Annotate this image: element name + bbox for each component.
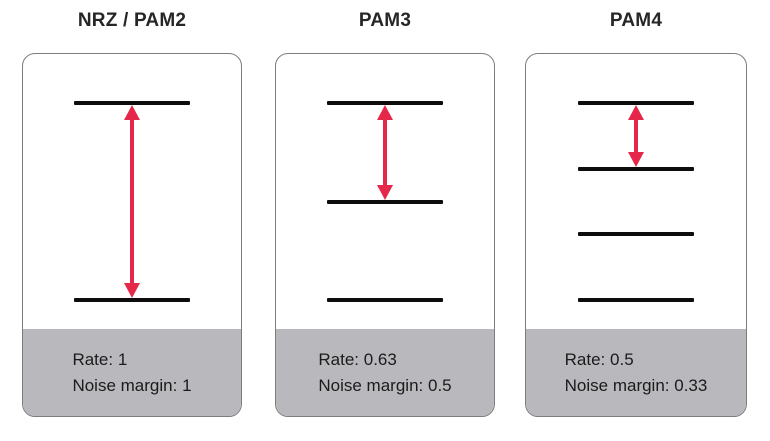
arrow-head-down-icon	[124, 283, 140, 298]
arrow-head-up-icon	[124, 105, 140, 120]
arrow-head-down-icon	[377, 185, 393, 200]
noise-margin-label: Noise margin:	[72, 375, 178, 395]
signal-levels-card: Rate: 0.5 Noise margin: 0.33	[525, 53, 747, 417]
noise-margin-label: Noise margin:	[318, 375, 424, 395]
panel-title: PAM3	[358, 10, 412, 31]
panel-title: PAM4	[609, 10, 663, 31]
stats-text-block: Rate: 0.63 Noise margin: 0.5	[318, 347, 451, 399]
panel-pam3: PAM3 Rate: 0.63 Noise margin: 0.5	[275, 0, 495, 441]
rate-label: Rate:	[564, 349, 606, 369]
stats-footer: Rate: 0.63 Noise margin: 0.5	[276, 329, 494, 416]
arrow-shaft	[633, 117, 639, 155]
rate-value: 1	[117, 349, 128, 369]
rate-label: Rate:	[72, 349, 114, 369]
arrow-head-up-icon	[628, 105, 644, 120]
levels-area	[276, 54, 494, 329]
noise-margin-line: Noise margin: 0.33	[565, 373, 708, 399]
signal-level-line	[578, 101, 694, 105]
signal-level-line	[327, 200, 443, 204]
arrow-shaft	[129, 117, 135, 286]
noise-margin-value: 0.33	[674, 375, 708, 395]
noise-margin-line: Noise margin: 1	[72, 373, 191, 399]
stats-footer: Rate: 0.5 Noise margin: 0.33	[526, 329, 746, 416]
rate-line: Rate: 0.63	[318, 347, 451, 373]
noise-margin-arrow-icon	[626, 105, 646, 167]
noise-margin-value: 0.5	[427, 375, 452, 395]
noise-margin-arrow-icon	[122, 105, 142, 298]
noise-margin-value: 1	[182, 375, 192, 395]
arrow-head-up-icon	[377, 105, 393, 120]
signal-levels-card: Rate: 1 Noise margin: 1	[22, 53, 242, 417]
rate-line: Rate: 1	[72, 347, 191, 373]
rate-label: Rate:	[318, 349, 360, 369]
stats-text-block: Rate: 0.5 Noise margin: 0.33	[565, 347, 708, 399]
signal-level-line	[327, 298, 443, 302]
rate-value: 0.63	[363, 349, 397, 369]
noise-margin-arrow-icon	[375, 105, 395, 200]
signal-level-line	[578, 167, 694, 171]
noise-margin-label: Noise margin:	[564, 375, 670, 395]
arrow-shaft	[382, 117, 388, 188]
levels-area	[526, 54, 746, 329]
arrow-head-down-icon	[628, 152, 644, 167]
panel-nrz-pam2: NRZ / PAM2 Rate: 1 Noise margin: 1	[22, 0, 242, 441]
signal-level-line	[578, 298, 694, 302]
noise-margin-line: Noise margin: 0.5	[318, 373, 451, 399]
signal-level-line	[327, 101, 443, 105]
signal-level-line	[74, 101, 190, 105]
panel-title: NRZ / PAM2	[77, 10, 187, 31]
signal-level-line	[74, 298, 190, 302]
levels-area	[23, 54, 241, 329]
stats-footer: Rate: 1 Noise margin: 1	[23, 329, 241, 416]
rate-line: Rate: 0.5	[565, 347, 708, 373]
stats-text-block: Rate: 1 Noise margin: 1	[72, 347, 191, 399]
rate-value: 0.5	[610, 349, 634, 369]
signal-level-line	[578, 232, 694, 236]
signal-levels-card: Rate: 0.63 Noise margin: 0.5	[275, 53, 495, 417]
panel-pam4: PAM4 Rate: 0.5 Noise margin: 0.33	[525, 0, 747, 441]
